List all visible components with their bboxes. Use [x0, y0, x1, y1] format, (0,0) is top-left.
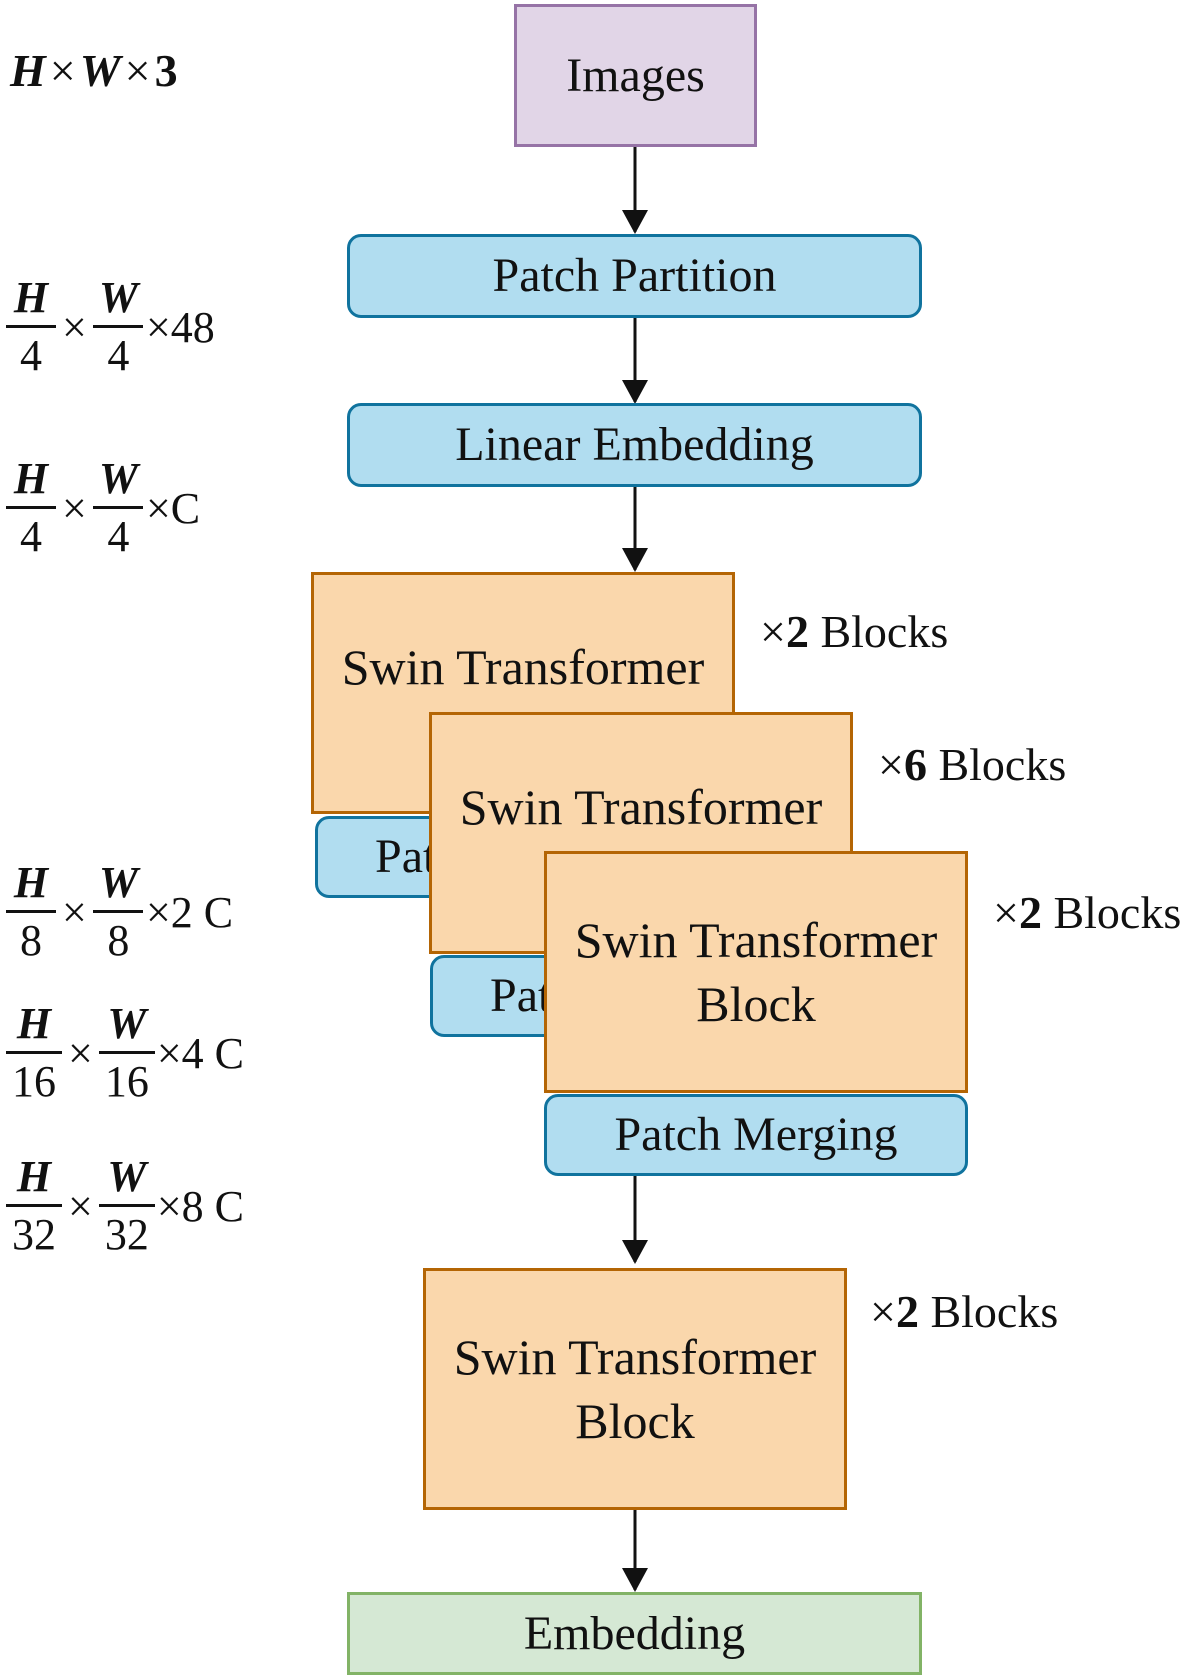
times-sign: ×	[68, 1029, 93, 1078]
stage4-swin-block-line2: Block	[575, 1393, 695, 1449]
stage2-patch-merging-label: Pat	[490, 969, 552, 1022]
stage4-swin-block-line1: Swin Transformer	[453, 1329, 817, 1385]
embedding-output-label: Embedding	[523, 1606, 746, 1660]
block-count: 2	[1018, 887, 1042, 938]
denominator: 4	[6, 325, 56, 384]
times-sign: ×	[870, 1286, 896, 1337]
denominator: 32	[6, 1204, 62, 1263]
denominator: 4	[93, 325, 144, 384]
numerator: H	[13, 858, 49, 907]
times-sign: ×	[760, 606, 786, 657]
dim-input: H × W × 3	[10, 44, 178, 97]
numerator: H	[13, 454, 49, 503]
embedding-output-node: Embedding	[347, 1592, 922, 1675]
numerator: W	[107, 999, 147, 1048]
stage4-multiplier: ×2 Blocks	[870, 1285, 1058, 1338]
linear-embedding-node: Linear Embedding	[347, 403, 922, 487]
numerator: W	[98, 454, 138, 503]
times-sign: ×	[993, 887, 1019, 938]
numerator: H	[16, 999, 52, 1048]
stage3-patch-merging-node: Patch Merging	[544, 1094, 968, 1176]
stage1-swin-block-line1: Swin Transformer	[341, 639, 705, 695]
stage3-multiplier: ×2 Blocks	[993, 886, 1181, 939]
dim-c: 3	[154, 45, 178, 96]
block-count: 2	[895, 1286, 919, 1337]
numerator: H	[16, 1152, 52, 1201]
numerator: W	[107, 1152, 147, 1201]
arrowhead-5	[622, 1568, 648, 1592]
arrowhead-4	[622, 1240, 648, 1264]
dim-w: W	[79, 45, 121, 96]
arrowhead-1	[622, 210, 648, 234]
stage3-patch-merging-label: Patch Merging	[614, 1108, 898, 1161]
numerator: W	[98, 273, 138, 322]
denominator: 8	[93, 910, 144, 969]
dim-suffix: ×C	[145, 484, 201, 533]
times-sign: ×	[124, 45, 151, 96]
stage3-swin-block-line1: Swin Transformer	[574, 912, 938, 968]
patch-partition-label: Patch Partition	[492, 249, 777, 302]
denominator: 8	[6, 910, 56, 969]
patch-partition-node: Patch Partition	[347, 234, 922, 318]
denominator: 16	[98, 1051, 155, 1110]
stage2-swin-block-line1: Swin Transformer	[459, 779, 823, 835]
times-sign: ×	[62, 888, 87, 937]
stage1-multiplier: ×2 Blocks	[760, 605, 948, 658]
stage1-patch-merging-label: Pat	[375, 830, 437, 883]
times-sign: ×	[49, 45, 76, 96]
denominator: 4	[93, 506, 144, 565]
times-sign: ×	[62, 484, 87, 533]
stage3-swin-block-node: Swin Transformer Block	[544, 851, 968, 1093]
dim-suffix: ×48	[145, 303, 215, 352]
denominator: 4	[6, 506, 56, 565]
dim-suffix: ×2 C	[145, 888, 234, 937]
block-unit: Blocks	[938, 739, 1067, 790]
stage2-multiplier: ×6 Blocks	[878, 738, 1066, 791]
denominator: 32	[98, 1204, 155, 1263]
images-node: Images	[514, 4, 757, 147]
stage3-swin-block-line2: Block	[696, 976, 816, 1032]
block-unit: Blocks	[820, 606, 949, 657]
times-sign: ×	[878, 739, 904, 790]
linear-embedding-label: Linear Embedding	[455, 418, 814, 471]
denominator: 16	[6, 1051, 62, 1110]
dim-suffix: ×8 C	[156, 1182, 244, 1231]
numerator: H	[13, 273, 49, 322]
block-count: 6	[903, 739, 927, 790]
block-unit: Blocks	[1053, 887, 1182, 938]
dim-suffix: ×4 C	[156, 1029, 244, 1078]
numerator: W	[98, 858, 138, 907]
stage4-swin-block-node: Swin Transformer Block	[423, 1268, 847, 1510]
block-unit: Blocks	[930, 1286, 1059, 1337]
arrowhead-2	[622, 380, 648, 404]
arrowhead-3	[622, 548, 648, 572]
times-sign: ×	[68, 1182, 93, 1231]
block-count: 2	[785, 606, 809, 657]
dim-h: H	[10, 45, 46, 96]
times-sign: ×	[62, 303, 87, 352]
images-label: Images	[566, 48, 705, 102]
